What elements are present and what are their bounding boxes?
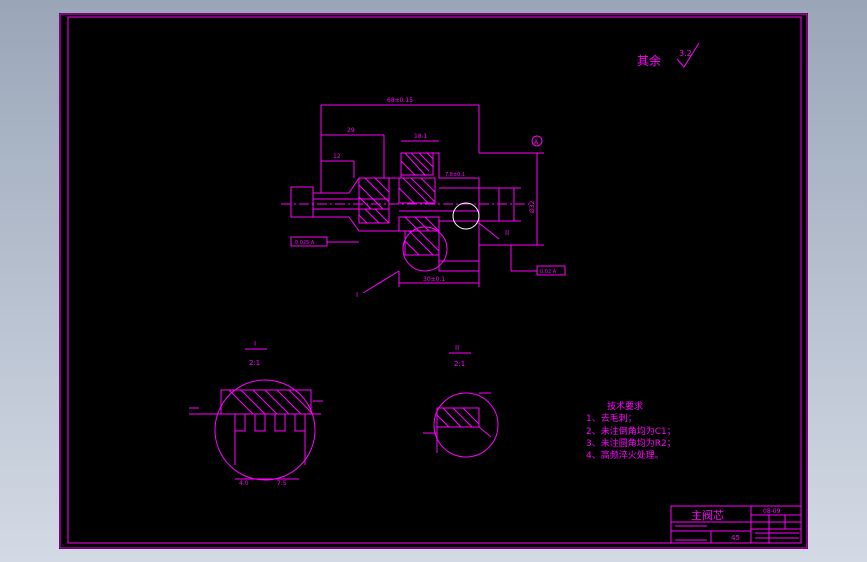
part-outline: [290, 152, 500, 272]
dim-fine: 7.8±0.1: [445, 172, 465, 178]
tech-title: 技术要求: [607, 400, 643, 412]
tol-left: 0.025 A: [295, 240, 315, 246]
roughness-symbol-icon: [676, 42, 700, 68]
detail-I-scale: 2:1: [249, 359, 260, 367]
drawing-canvas: 其余 3.2: [59, 13, 808, 549]
detail-view-II: II 2:1: [423, 344, 499, 458]
tech-item-3: 3、未注圆角均为R2；: [586, 437, 676, 449]
tech-item-2: 2、未注倒角均为C1；: [586, 425, 676, 437]
detail-I-dim-a: 4.0: [239, 480, 249, 487]
inner-frame: [67, 16, 802, 544]
bore-lines: [313, 198, 479, 212]
hatch-upper: [358, 152, 436, 210]
tech-item-1: 1、去毛刺；: [586, 412, 637, 424]
detail-II-title: II: [455, 344, 459, 352]
dim-width: 30±0.1: [423, 276, 445, 283]
dim-12: 12: [333, 153, 341, 160]
dim-bore-label: 18.1: [414, 133, 428, 140]
dim-total-length: 68±0.15: [387, 97, 413, 104]
detail-circle-I: [402, 226, 448, 272]
detail-II-callout: II: [505, 229, 509, 237]
roughness-label: 其余: [637, 53, 661, 68]
detail-circle-II: [452, 202, 480, 230]
technical-requirements: 技术要求 1、去毛刺； 2、未注倒角均为C1； 3、未注圆角均为R2； 4、高频…: [586, 400, 676, 461]
drawing-number: 08-09: [763, 508, 781, 515]
tol-right: 0.02 A: [540, 269, 557, 275]
roughness-value: 3.2: [679, 49, 692, 58]
surface-roughness-note: 其余 3.2: [637, 42, 700, 68]
dim-total-length-line: [320, 104, 480, 193]
detail-II-scale: 2:1: [454, 360, 465, 368]
part-name: 主阀芯: [691, 508, 724, 522]
drawing-sheet: 其余 3.2: [59, 13, 808, 549]
title-block: 主阀芯 08-09 45: [670, 505, 802, 544]
detail-I-dim-b: 7.5: [277, 480, 287, 487]
outer-frame: [59, 13, 808, 549]
material: 45: [731, 534, 740, 542]
main-view: 68±0.15 29 12 18.1 7.8±0.1 Ø32 A 30±0.1: [281, 97, 566, 299]
detail-view-I: I 2:1 4.0 7.5: [189, 340, 323, 487]
dim-phi: Ø32: [529, 200, 536, 213]
datum-circle: [531, 135, 543, 147]
detail-II-circle: [433, 392, 499, 458]
dim-29: 29: [347, 127, 355, 134]
hatch-lower: [358, 208, 440, 256]
detail-I-title: I: [254, 340, 256, 348]
tech-item-4: 4、高频淬火处理。: [586, 449, 664, 461]
datum-label: A: [534, 139, 539, 146]
detail-I-callout: I: [356, 291, 358, 299]
detail-I-circle: [214, 379, 316, 481]
